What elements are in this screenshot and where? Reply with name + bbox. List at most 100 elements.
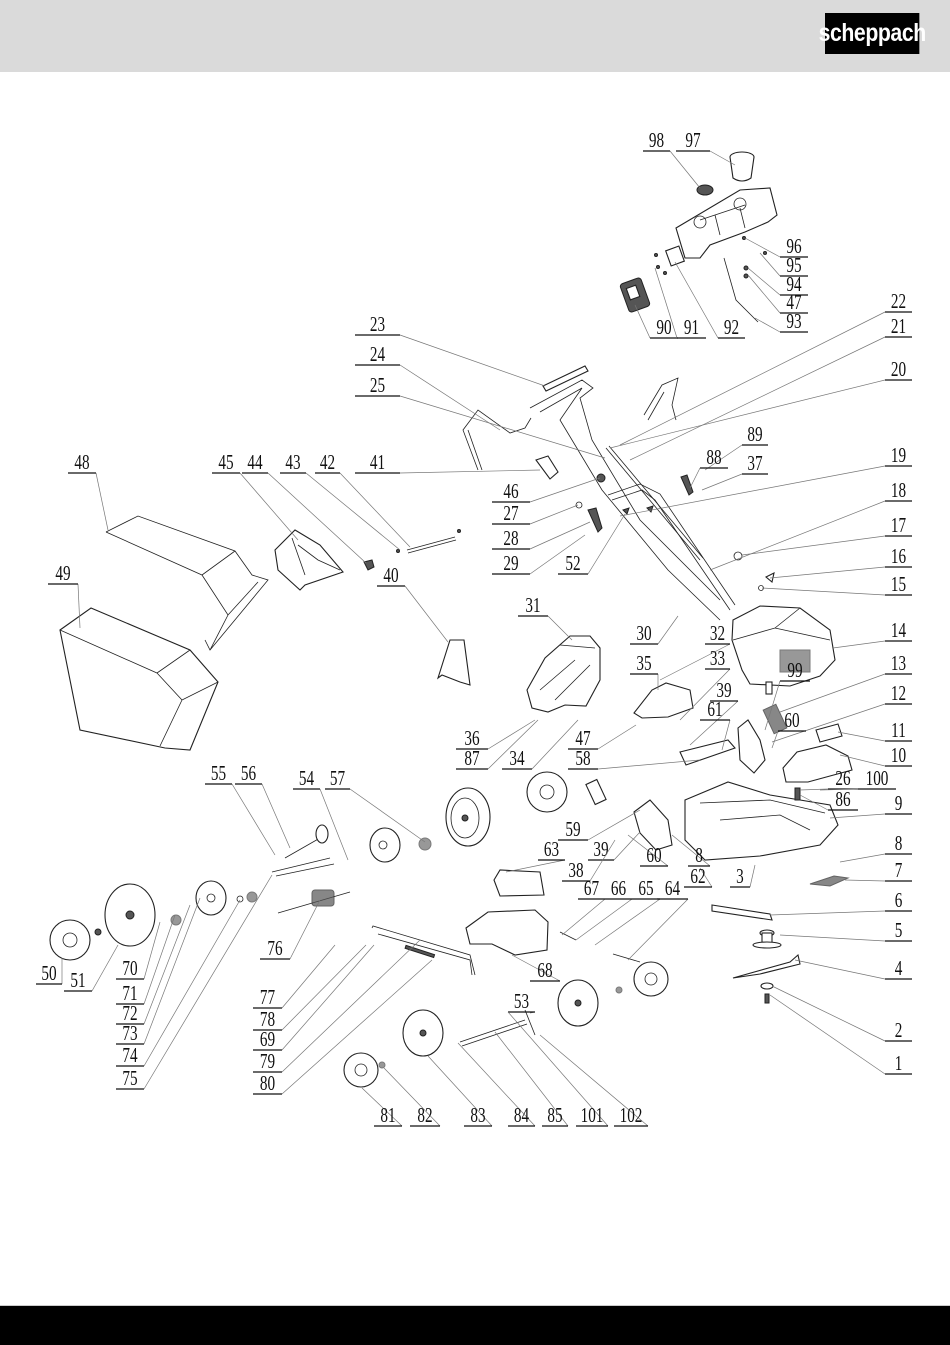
callout-85: 85 [494,1031,569,1127]
part-39-bracket [737,719,766,774]
leader-line [594,898,661,946]
leader-line [361,1087,403,1127]
part-number-label: 46 [503,480,518,503]
leader-line [671,834,711,867]
callout-21: 21 [629,315,912,461]
part-rear-wheel-inner [369,827,401,863]
leader-line [399,395,606,459]
leader-line [764,680,781,731]
leader-line [629,336,886,461]
leader-line [529,534,586,575]
callout-34: 34 [502,719,579,770]
callout-33: 33 [679,647,731,721]
part-number-label: 29 [503,552,518,575]
part-number-label: 14 [891,619,906,642]
part-number-label: 80 [260,1072,275,1095]
part-number-label: 73 [122,1022,137,1045]
part-number-label: 48 [74,451,89,474]
callout-16: 16 [769,545,912,579]
callout-58: 58 [568,747,701,770]
part-48-grass-bag-frame [105,515,269,651]
callout-59: 59 [558,809,641,841]
leader-line [281,939,421,1073]
part-1-bolt [764,993,770,1004]
part-number-label: 60 [646,844,661,867]
callout-60b: 60 [627,834,669,867]
part-number-label: 8 [695,844,703,867]
part-number-label: 47 [786,291,801,314]
part-number-label: 88 [706,446,721,469]
leader-line [589,839,616,882]
part-51-rear-wheel-left [104,883,156,947]
part-number-label: 51 [70,969,85,992]
callout-87: 87 [456,719,539,770]
leader-line [95,472,109,531]
callout-23: 23 [355,313,546,387]
callout-6: 6 [769,889,912,916]
leader-line [597,724,637,750]
leader-line [305,472,401,551]
leader-line [819,788,859,791]
callout-38: 38 [562,839,616,882]
part-22-drive-lever [643,377,679,421]
leader-line [261,783,291,849]
part-number-label: 12 [891,682,906,705]
part-number-label: 55 [211,762,226,785]
leader-line [281,959,433,1095]
callout-29: 29 [492,534,586,575]
part-17-clip [733,551,743,561]
part-75-gear [246,891,258,903]
callout-5: 5 [779,919,912,942]
leader-line [289,899,321,960]
page-header: scheppach [0,0,950,72]
callout-86: 86 [799,788,858,811]
callout-76: 76 [260,899,321,960]
part-97-filler-cap-cup [729,151,755,182]
leader-line [399,364,501,431]
part-number-label: 89 [747,423,762,446]
leader-line [747,274,781,314]
leader-line [511,954,561,982]
leader-line [505,859,566,873]
part-85-front-axle [459,1019,528,1047]
leader-line [769,910,886,916]
callout-28: 28 [492,521,591,550]
leader-line [657,615,679,645]
callout-37: 37 [701,452,768,491]
callout-91: 91 [654,267,706,339]
leader-line [349,788,426,843]
part-number-label: 63 [544,838,559,861]
callout-70: 70 [116,921,161,980]
leader-line [494,1031,569,1127]
part-number-label: 22 [891,290,906,313]
part-57-pinion [418,837,432,851]
leader-line [689,467,701,489]
leader-line [654,267,678,339]
leader-line [143,899,241,1067]
part-98-cap [696,184,714,196]
callout-71: 71 [116,914,176,1005]
part-93-rod [723,257,759,323]
leader-line [529,504,579,525]
part-number-label: 34 [509,747,524,770]
part-wheel-inner-left [195,880,227,916]
leader-line [679,668,731,721]
leader-line [399,469,541,474]
callout-49: 49 [48,562,81,629]
part-number-label: 4 [895,957,903,980]
part-number-label: 33 [710,647,725,670]
callout-26: 26 [799,767,858,791]
leader-line [383,1067,441,1127]
part-number-label: 57 [330,767,345,790]
part-31-rear-cover [526,635,601,713]
part-number-label: 13 [891,652,906,675]
callout-60a: 60 [771,709,806,749]
callout-41: 41 [355,451,541,474]
part-number-label: 53 [514,990,529,1013]
part-number-label: 17 [891,514,906,537]
callout-43: 43 [280,451,401,551]
leader-line [669,150,701,189]
part-number-label: 82 [417,1104,432,1127]
part-number-label: 95 [786,254,801,277]
part-number-label: 3 [736,865,744,888]
